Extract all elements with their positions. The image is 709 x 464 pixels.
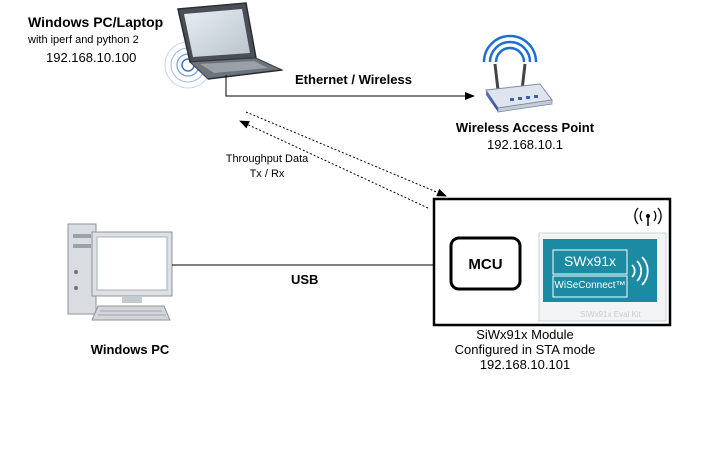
laptop-subtitle: with iperf and python 2 — [28, 34, 139, 46]
throughput-arrow-tx — [245, 111, 447, 197]
mcu-label: MCU — [468, 256, 503, 273]
module-mode: Configured in STA mode — [454, 342, 596, 357]
chip-panel — [543, 239, 657, 302]
laptop-icon — [164, 2, 284, 89]
throughput-direction-label: Tx / Rx — [249, 168, 285, 180]
link-ethernet-wireless-label: Ethernet / Wireless — [295, 72, 412, 87]
usb-label: USB — [291, 272, 319, 287]
windows-pc-title: Windows PC — [90, 342, 170, 357]
desktop-pc-icon — [67, 223, 173, 321]
access-point-title: Wireless Access Point — [455, 120, 595, 135]
module-ip: 192.168.10.101 — [479, 357, 571, 372]
chip-name: SWx91x — [563, 253, 617, 269]
laptop-title: Windows PC/Laptop — [28, 14, 164, 30]
access-point-ip: 192.168.10.1 — [487, 137, 563, 152]
mcu-box — [449, 236, 522, 291]
eval-board-label: SiWx91x Eval Kit — [580, 310, 641, 319]
throughput-arrow-rx — [239, 120, 429, 209]
throughput-label: Throughput Data — [225, 153, 309, 165]
laptop-ip: 192.168.10.100 — [46, 50, 137, 65]
chip-brand: WiSeConnect™ — [554, 280, 626, 291]
chip-wifi-icon — [631, 256, 649, 286]
access-point-icon — [482, 34, 553, 113]
module-name: SiWx91x Module — [476, 327, 574, 342]
ethernet-wireless-link — [225, 75, 475, 100]
module-antenna-icon — [634, 207, 662, 226]
